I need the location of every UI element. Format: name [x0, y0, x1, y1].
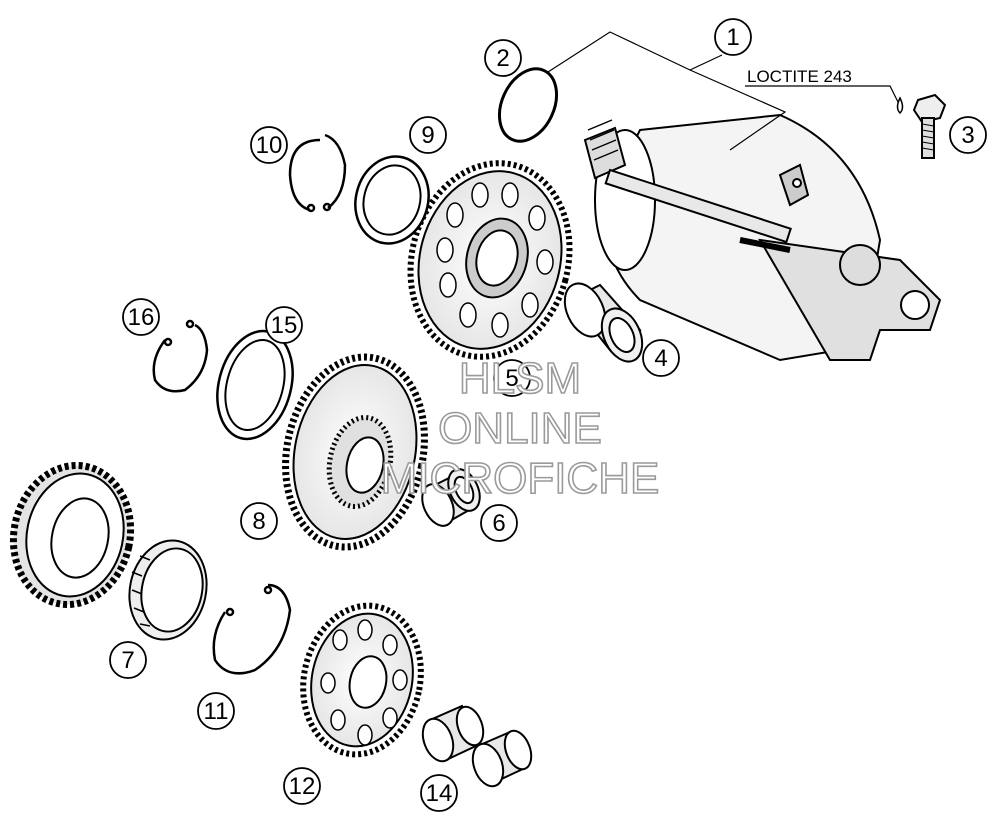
loctite-note: LOCTITE 243 [747, 67, 852, 86]
callout-label: 3 [961, 122, 974, 149]
watermark: HLSM ONLINE MICROFICHE [380, 353, 660, 504]
freewheel [128, 539, 208, 641]
callout-label: 15 [271, 312, 298, 339]
callout-label: 4 [654, 345, 667, 372]
watermark-line2: ONLINE [438, 404, 602, 453]
watermark-line3: MICROFICHE [381, 454, 660, 503]
callout-1: 1 [714, 18, 752, 56]
callout-label: 2 [496, 45, 509, 72]
callout-5: 5 [493, 359, 531, 397]
needle-bearing-pair [421, 704, 533, 788]
callout-label: 1 [726, 24, 739, 51]
callout-7: 7 [109, 641, 147, 679]
callout-10: 10 [250, 126, 288, 164]
callout-label: 7 [121, 647, 134, 674]
circlip-middle [152, 319, 209, 393]
callout-label: 9 [421, 122, 434, 149]
washer-upper [354, 155, 430, 245]
circlip-lower [212, 583, 292, 675]
callout-label: 6 [492, 510, 505, 537]
middle-gear [282, 353, 428, 551]
callout-label: 5 [505, 365, 518, 392]
circlip-upper [288, 133, 347, 213]
needle-bearing-large [563, 282, 644, 363]
callout-16: 16 [122, 298, 160, 336]
large-gear-upper [407, 160, 573, 360]
callout-4: 4 [642, 339, 680, 377]
callout-6: 6 [480, 504, 518, 542]
watermark-line1: HLSM [459, 354, 581, 403]
o-ring [497, 67, 559, 143]
callout-3: 3 [949, 116, 987, 154]
callout-label: 16 [128, 304, 155, 331]
primary-gear [9, 461, 135, 609]
callout-label: 12 [289, 773, 316, 800]
callout-8: 8 [240, 502, 278, 540]
washer-middle [216, 329, 294, 441]
starter-motor [583, 113, 942, 362]
lower-gear [300, 602, 424, 758]
callout-11: 11 [197, 692, 235, 730]
callout-label: 11 [204, 698, 229, 725]
bolt [912, 93, 947, 159]
callout-14: 14 [420, 774, 458, 812]
loctite-drop [896, 96, 904, 115]
callout-12: 12 [283, 767, 321, 805]
callout-2: 2 [484, 39, 522, 77]
callout-label: 8 [252, 508, 265, 535]
callout-9: 9 [409, 116, 447, 154]
needle-bearing-small [421, 468, 481, 527]
callout-label: 10 [256, 132, 283, 159]
leader-lines [547, 31, 899, 151]
callout-15: 15 [265, 306, 303, 344]
callout-label: 14 [426, 780, 453, 807]
